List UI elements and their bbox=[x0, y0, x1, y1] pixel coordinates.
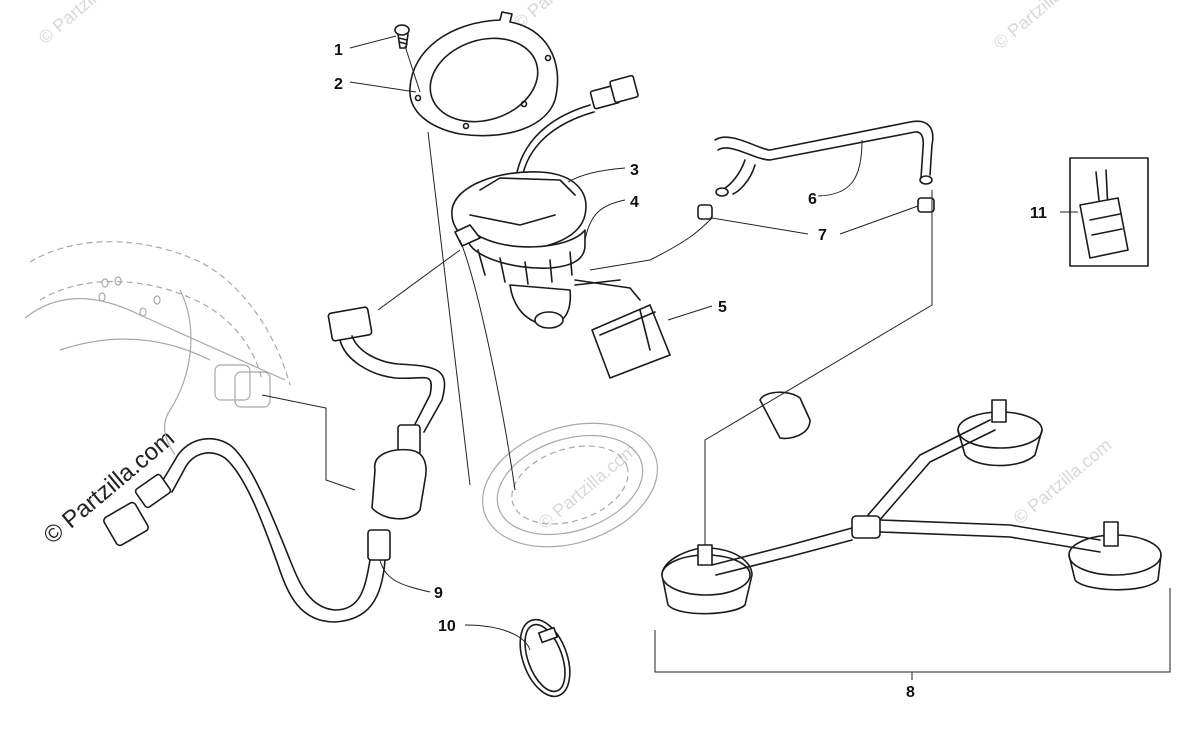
part-clamps bbox=[697, 197, 935, 220]
callout-9: 9 bbox=[434, 585, 443, 602]
watermark-top-left: © Partzilla.com bbox=[35, 0, 141, 48]
callout-5: 5 bbox=[718, 299, 727, 316]
callout-7: 7 bbox=[818, 227, 827, 244]
watermark-top-right: © Partzilla.com bbox=[990, 0, 1096, 53]
part-flange-ring bbox=[409, 11, 559, 137]
faint-watermarks: © Partzilla.com © Partzilla.com © Partzi… bbox=[35, 0, 1116, 533]
part-vent-hose bbox=[714, 120, 934, 197]
callout-3: 3 bbox=[630, 162, 639, 179]
tank-outline bbox=[24, 241, 291, 456]
part-hose-clamp bbox=[519, 618, 571, 698]
callout-2: 2 bbox=[334, 76, 343, 93]
part-screw bbox=[394, 24, 410, 49]
callout-10: 10 bbox=[438, 618, 456, 635]
leader-lines bbox=[261, 35, 1171, 680]
callout-11: 11 bbox=[1030, 205, 1047, 222]
part-fuel-line bbox=[103, 306, 446, 623]
watermark-right: © Partzilla.com bbox=[1010, 435, 1116, 528]
callout-1: 1 bbox=[334, 42, 343, 59]
callout-6: 6 bbox=[808, 191, 817, 208]
part-level-sender bbox=[591, 304, 671, 379]
callouts: 1 2 3 4 5 6 7 8 9 10 11 bbox=[334, 42, 1047, 701]
part-fuel-pump bbox=[451, 74, 641, 329]
ghost-seal-ring bbox=[481, 422, 659, 548]
part-relay bbox=[1069, 157, 1149, 267]
callout-8: 8 bbox=[906, 684, 915, 701]
callout-4: 4 bbox=[630, 194, 639, 211]
part-rollover-valves bbox=[661, 391, 1162, 615]
